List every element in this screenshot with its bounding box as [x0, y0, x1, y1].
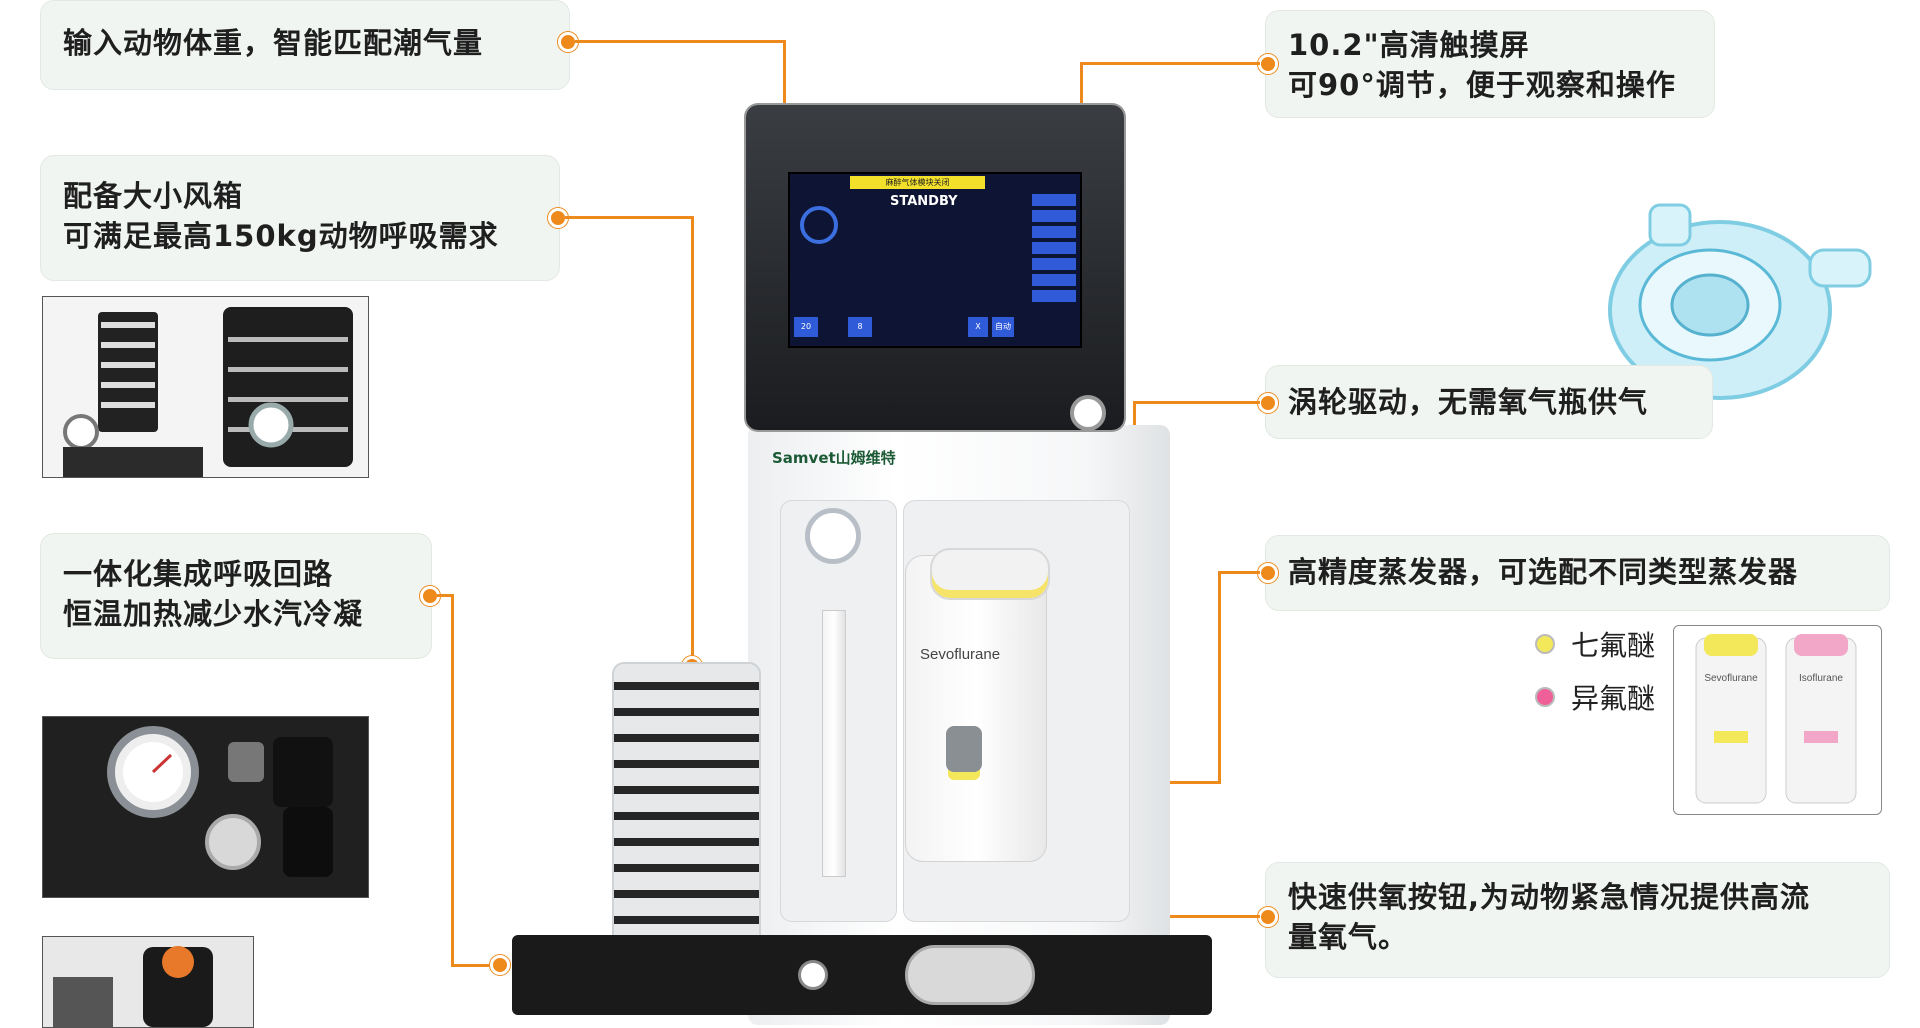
bellows-illustration	[63, 307, 353, 477]
connector-vaporizer	[1218, 571, 1260, 574]
vaporizer-options-illustration: Sevoflurane Isoflurane	[1695, 634, 1857, 804]
screen-mode-label: STANDBY	[890, 194, 958, 209]
screen-left-button[interactable]: 20	[794, 317, 818, 337]
screen-mid-button[interactable]: 8	[848, 317, 872, 337]
callout-circuit: 一体化集成呼吸回路 恒温加热减少水汽冷凝	[40, 533, 432, 659]
circuit-thumbnail	[42, 716, 369, 898]
callout-oxygen-line-1: 快速供氧按钮,为动物紧急情况提供高流	[1288, 880, 1811, 914]
circuit-illustration	[107, 726, 333, 877]
connector-screen	[1080, 62, 1260, 65]
touchscreen-display: 麻醉气体模块关闭 STANDBY 20 8 X 自动	[788, 172, 1082, 348]
callout-bellows-line-2: 可满足最高150kg动物呼吸需求	[63, 219, 499, 253]
callout-circuit-line-2: 恒温加热减少水汽冷凝	[63, 597, 364, 631]
bellows-thumbnail	[42, 296, 369, 478]
marker-circuit-end	[490, 955, 510, 975]
legend-dot-sevo	[1535, 634, 1555, 654]
callout-oxygen: 快速供氧按钮,为动物紧急情况提供高流 量氧气。	[1265, 862, 1890, 978]
brand-logo: Samvet山姆维特	[772, 449, 896, 467]
marker-vaporizer	[1258, 563, 1278, 583]
connector-circuit-v	[451, 594, 454, 966]
callout-circuit-line-1: 一体化集成呼吸回路	[63, 557, 334, 591]
vaporizer: Sevoflurane	[905, 555, 1047, 862]
screen-knob[interactable]	[1070, 395, 1106, 431]
marker-screen	[1258, 54, 1278, 74]
screen-right-menu	[1032, 194, 1076, 304]
connector-circuit-h2	[451, 964, 497, 967]
oxygen-flush-button[interactable]	[798, 960, 828, 990]
pressure-gauge	[805, 508, 861, 564]
vaporizer-label: Sevoflurane	[920, 646, 1001, 663]
callout-vaporizer: 高精度蒸发器，可选配不同类型蒸发器	[1265, 535, 1890, 611]
callout-oxygen-line-2: 量氧气。	[1288, 920, 1409, 954]
flowmeter-tube	[822, 610, 846, 877]
dial-thumbnail	[42, 936, 254, 1028]
legend-isoflurane: 异氟醚	[1535, 677, 1655, 717]
port-cluster	[905, 945, 1035, 1005]
callout-tidal-line-1: 输入动物体重，智能匹配潮气量	[63, 26, 484, 60]
legend-sevoflurane: 七氟醚	[1535, 624, 1655, 664]
callout-bellows: 配备大小风箱 可满足最高150kg动物呼吸需求	[40, 155, 560, 281]
callout-screen-line-2: 可90°调节，便于观察和操作	[1288, 68, 1676, 102]
mini-label-sevo: Sevoflurane	[1704, 673, 1758, 684]
connector-bellows	[565, 216, 693, 219]
legend-label-sevo: 七氟醚	[1571, 629, 1656, 662]
screen-auto-button[interactable]: 自动	[992, 317, 1014, 337]
callout-tidal-volume: 输入动物体重，智能匹配潮气量	[40, 0, 570, 90]
dial-illustration	[53, 946, 213, 1027]
machine-base	[512, 935, 1212, 1015]
screen-alert-bar: 麻醉气体模块关闭	[850, 176, 985, 189]
vaporizer-options-thumbnail: Sevoflurane Isoflurane	[1673, 625, 1882, 815]
vaporizer-dial[interactable]	[946, 726, 982, 772]
marker-oxygen	[1258, 907, 1278, 927]
turbine-illustration	[1608, 203, 1872, 400]
connector-circuit	[437, 594, 453, 597]
vaporizer-cap	[930, 548, 1050, 600]
callout-bellows-line-1: 配备大小风箱	[63, 179, 244, 213]
callout-screen: 10.2"高清触摸屏 可90°调节，便于观察和操作	[1265, 10, 1715, 118]
connector-bellows-v	[691, 216, 694, 666]
callout-vaporizer-line-1: 高精度蒸发器，可选配不同类型蒸发器	[1288, 555, 1799, 589]
legend-label-iso: 异氟醚	[1571, 682, 1656, 715]
connector-vaporizer-v	[1218, 571, 1221, 783]
screen-close-button[interactable]: X	[968, 317, 988, 337]
legend-dot-iso	[1535, 687, 1555, 707]
callout-screen-line-1: 10.2"高清触摸屏	[1288, 28, 1530, 62]
connector-tidal	[575, 40, 785, 43]
marker-turbine	[1258, 393, 1278, 413]
connector-turbine	[1133, 401, 1260, 404]
callout-turbine-line-1: 涡轮驱动，无需氧气瓶供气	[1288, 385, 1649, 419]
mini-label-iso: Isoflurane	[1799, 673, 1843, 684]
callout-turbine: 涡轮驱动，无需氧气瓶供气	[1265, 365, 1713, 439]
screen-gauge-icon	[800, 206, 838, 244]
